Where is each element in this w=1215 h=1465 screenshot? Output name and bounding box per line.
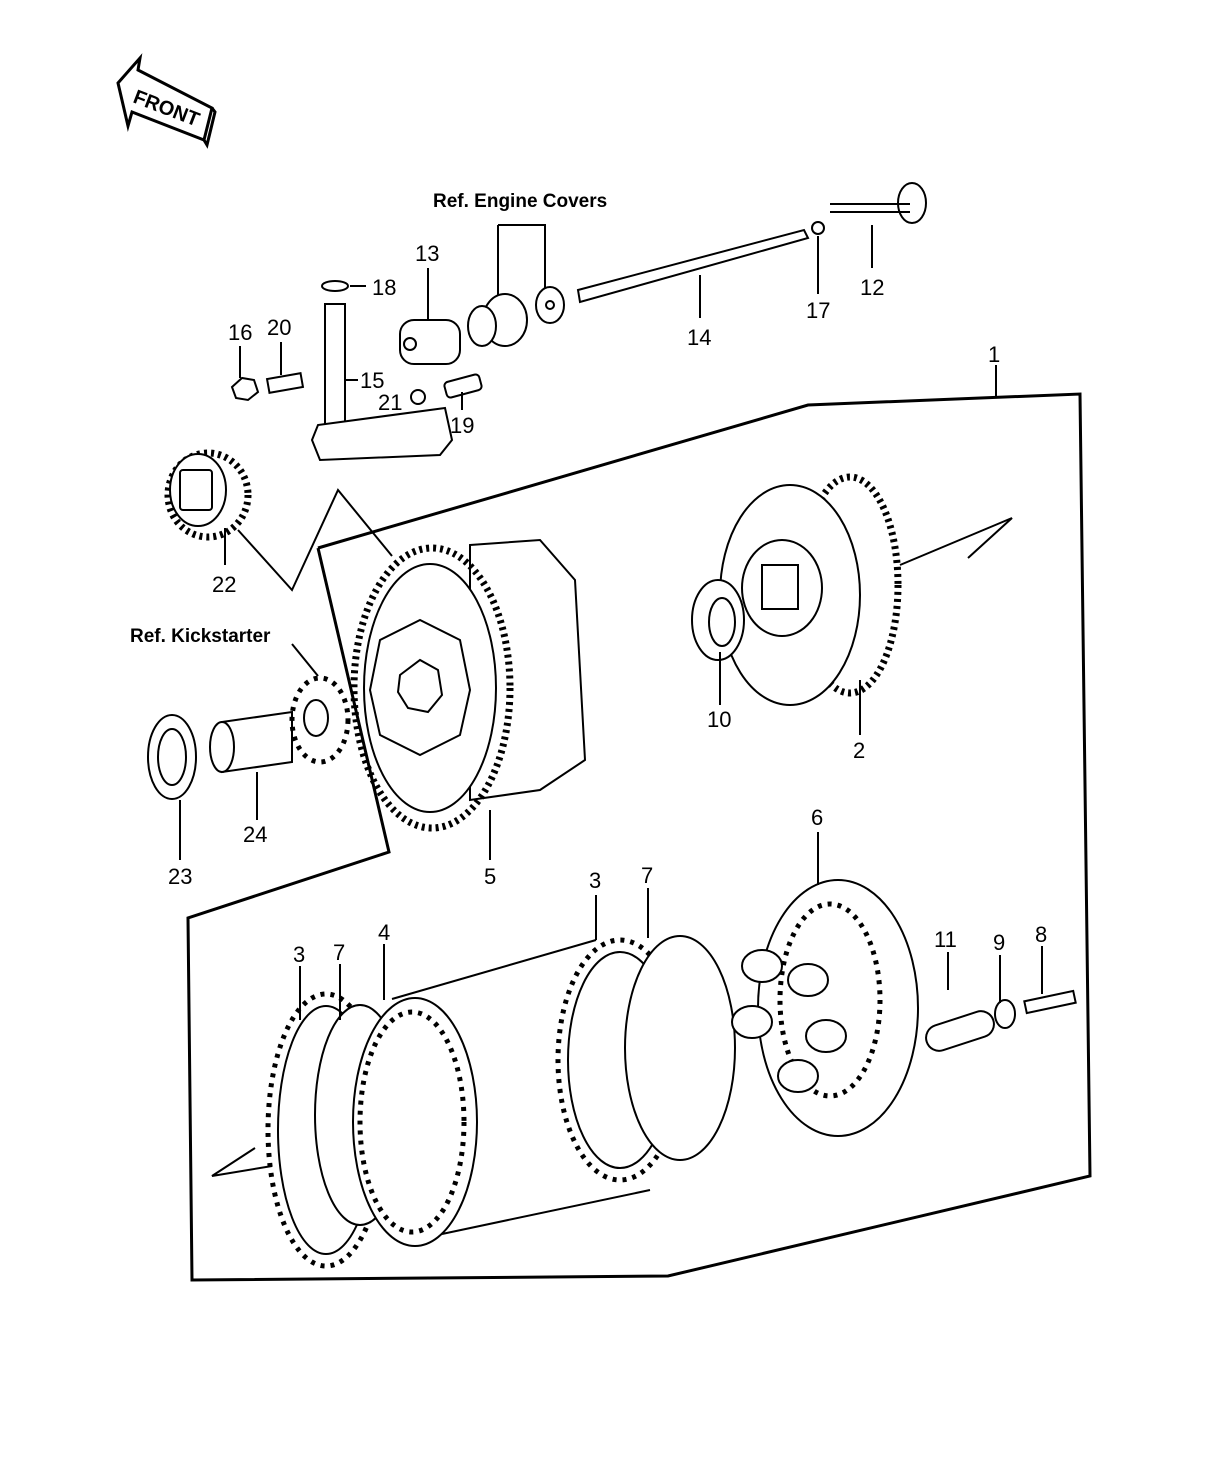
release-shaft — [324, 303, 346, 425]
callout-9: 9 — [993, 930, 1005, 955]
callout-2: 2 — [853, 738, 865, 763]
ref-engine-covers: Ref. Engine Covers — [433, 191, 607, 212]
ref-engine-covers-bracket — [498, 224, 546, 290]
callout-13: 13 — [415, 241, 439, 266]
callout-3: 3 — [293, 942, 305, 967]
callout-5: 5 — [484, 864, 496, 889]
release-mechanism — [230, 182, 927, 462]
clutch-spring — [925, 1010, 995, 1052]
release-lever — [310, 406, 454, 462]
screw — [443, 373, 483, 399]
callout-17: 17 — [806, 298, 830, 323]
lock-washer — [410, 389, 426, 405]
washer-9 — [994, 999, 1016, 1029]
callout-10: 10 — [707, 707, 731, 732]
callout-18: 18 — [372, 275, 396, 300]
callout-21: 21 — [378, 390, 402, 415]
release-cam — [399, 319, 461, 365]
oil-seal — [321, 280, 349, 292]
assembly-outline — [186, 392, 1092, 1282]
callout-4: 4 — [378, 920, 390, 945]
callout-3: 3 — [589, 868, 601, 893]
pressure-plate — [731, 879, 919, 1137]
steel-ball — [811, 221, 825, 235]
gear-link-line — [237, 488, 393, 592]
plate-direction-line — [211, 1147, 273, 1177]
ref-kickstarter: Ref. Kickstarter — [130, 626, 271, 647]
nut — [230, 376, 260, 402]
callout-23: 23 — [168, 864, 192, 889]
callout-14: 14 — [687, 325, 711, 350]
callout-1: 1 — [988, 342, 1000, 367]
primary-gear — [164, 449, 252, 541]
callout-12: 12 — [860, 275, 884, 300]
callout-24: 24 — [243, 822, 267, 847]
callout-6: 6 — [811, 805, 823, 830]
leader-lines — [179, 225, 1043, 1020]
hub-direction-line — [899, 517, 1013, 566]
callout-19: 19 — [450, 413, 474, 438]
front-arrow-icon: FRONT — [116, 53, 217, 149]
plate-stack-left — [265, 939, 651, 1269]
callout-20: 20 — [267, 315, 291, 340]
callout-7: 7 — [641, 863, 653, 888]
callout-16: 16 — [228, 320, 252, 345]
ref-kickstarter-line — [291, 643, 319, 677]
kick-gear — [289, 675, 351, 765]
callout-15: 15 — [360, 368, 384, 393]
callout-7: 7 — [333, 940, 345, 965]
clutch-housing — [350, 538, 587, 832]
callout-22: 22 — [212, 572, 236, 597]
plate-stack-right — [555, 935, 736, 1183]
adjusting-screw — [265, 371, 305, 395]
bolt-8 — [1023, 989, 1077, 1015]
callout-11: 11 — [934, 927, 957, 952]
clutch-hub — [719, 473, 902, 706]
pushrod — [576, 228, 810, 304]
callout-8: 8 — [1035, 922, 1047, 947]
